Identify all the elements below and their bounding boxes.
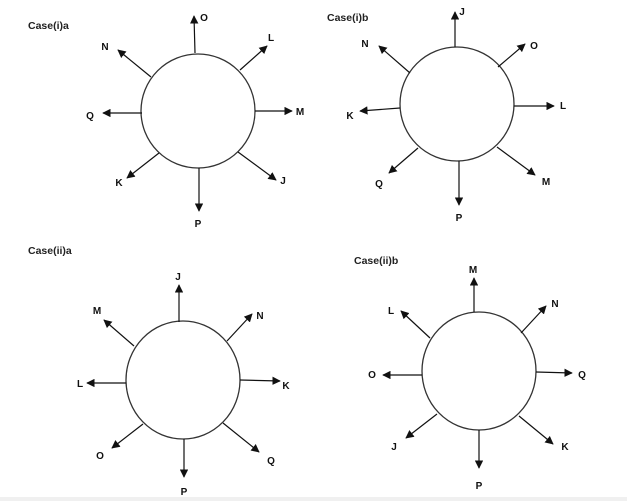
person-label: M — [469, 265, 477, 276]
facing-arrow — [400, 310, 431, 339]
facing-arrow — [378, 45, 411, 74]
person-label: O — [96, 451, 104, 462]
person-label: K — [561, 442, 569, 453]
facing-arrow — [359, 106, 401, 115]
person-label: Q — [375, 179, 383, 190]
person-label: L — [268, 33, 274, 44]
table-circle — [421, 311, 537, 431]
person-label: J — [391, 442, 397, 453]
diagram-title: Case(ii)b — [354, 255, 398, 267]
person-label: O — [368, 370, 376, 381]
person-label: K — [282, 381, 290, 392]
person-label: L — [77, 379, 83, 390]
facing-arrow — [239, 45, 268, 71]
person-label: J — [459, 7, 465, 18]
facing-arrow — [518, 415, 554, 445]
diagram-title: Case(ii)a — [28, 245, 72, 257]
facing-arrow — [126, 152, 160, 179]
person-label: P — [456, 213, 463, 224]
person-label: K — [346, 111, 354, 122]
facing-arrow — [190, 15, 199, 54]
person-label: L — [388, 306, 394, 317]
diagram-title: Case(i)b — [327, 12, 368, 24]
person-label: M — [542, 177, 550, 188]
person-label: P — [195, 219, 202, 230]
person-label: N — [361, 39, 368, 50]
facing-arrow — [520, 305, 547, 334]
person-label: M — [93, 306, 101, 317]
bottom-edge — [0, 497, 627, 501]
facing-arrow — [117, 49, 152, 78]
facing-arrow — [239, 376, 281, 386]
facing-arrow — [388, 147, 419, 174]
facing-arrow — [535, 368, 573, 377]
table-circle — [125, 320, 241, 440]
person-label: Q — [578, 370, 586, 381]
person-label: P — [476, 481, 483, 492]
facing-arrow — [222, 422, 260, 453]
person-label: O — [530, 41, 538, 52]
person-label: L — [560, 101, 566, 112]
facing-arrow — [103, 319, 135, 347]
person-label: N — [256, 311, 263, 322]
facing-arrow — [497, 43, 526, 68]
person-label: O — [200, 13, 208, 24]
person-label: N — [551, 299, 558, 310]
person-label: N — [101, 42, 108, 53]
facing-arrow — [405, 413, 438, 439]
person-label: J — [175, 272, 181, 283]
facing-arrow — [111, 423, 144, 449]
person-label: Q — [86, 111, 94, 122]
facing-arrow — [226, 313, 253, 342]
table-circle — [399, 46, 515, 162]
person-label: M — [296, 107, 304, 118]
diagram-title: Case(i)a — [28, 20, 69, 32]
table-circle — [140, 53, 256, 169]
person-label: J — [280, 176, 286, 187]
person-label: K — [115, 178, 123, 189]
facing-arrow — [237, 151, 277, 181]
person-label: P — [181, 487, 188, 498]
facing-arrow — [496, 146, 536, 176]
person-label: Q — [267, 456, 275, 467]
